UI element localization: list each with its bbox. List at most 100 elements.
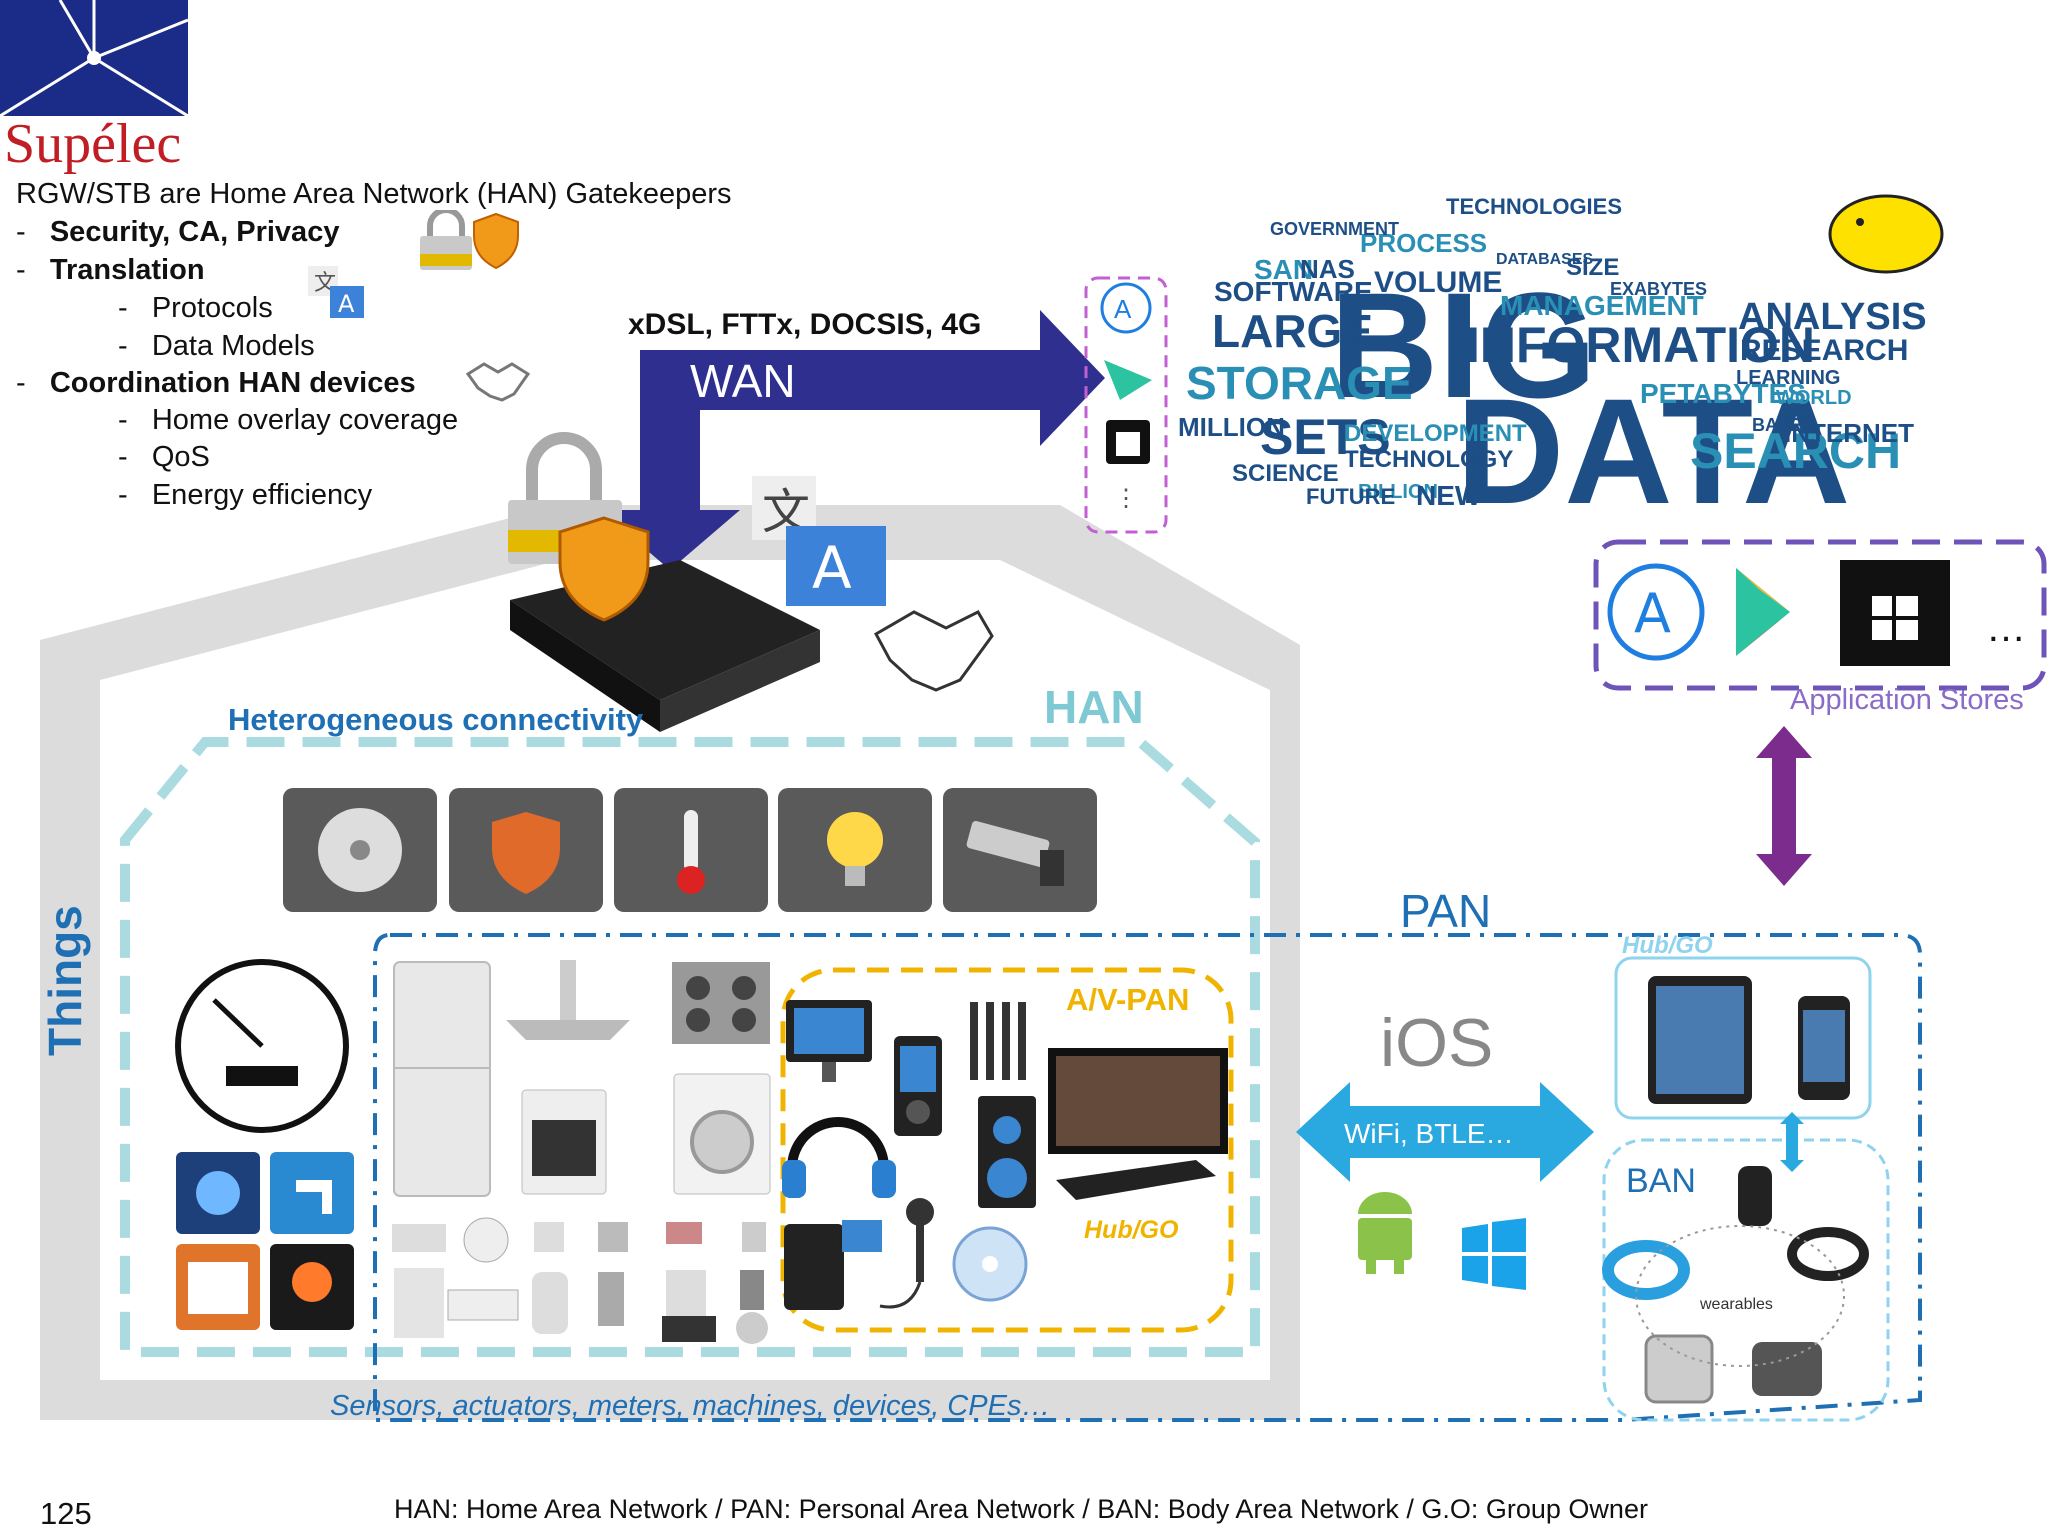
word-size: SIZE — [1566, 254, 1620, 281]
word-nas: NAS — [1300, 254, 1355, 284]
headphones-icon — [782, 1117, 896, 1198]
word-research: RESEARCH — [1740, 334, 1909, 367]
word-science: SCIENCE — [1232, 460, 1339, 487]
ban-label: BAN — [1626, 1162, 1696, 1200]
washing-machine-icon — [673, 1073, 771, 1195]
logo-star-icon — [0, 0, 188, 116]
word-based: BASED — [1752, 415, 1816, 435]
word-technology: TECHNOLOGY — [1344, 446, 1514, 473]
gas-burner-icon — [176, 1152, 260, 1234]
security-tile — [449, 788, 603, 912]
app-stores-label: Application Stores — [1790, 684, 2024, 716]
windows-store-icon — [1840, 560, 1950, 666]
bullet-overlay: - Home overlay coverage — [118, 404, 459, 436]
word-new: NEW — [1416, 480, 1482, 511]
bullet-energy: - Energy efficiency — [118, 479, 373, 511]
stove-icon — [672, 962, 770, 1044]
svg-text:A: A — [812, 534, 852, 602]
footer-legend: HAN: Home Area Network / PAN: Personal A… — [394, 1494, 1648, 1524]
word-process: PROCESS — [1360, 228, 1488, 258]
water-tap-icon — [270, 1152, 354, 1234]
camera-tile — [943, 788, 1097, 912]
word-analysis: ANALYSIS — [1738, 296, 1927, 338]
pan-hub-label: Hub/GO — [1622, 932, 1713, 959]
lamp-icon — [270, 1244, 354, 1330]
avpan-label: A/V-PAN — [1066, 982, 1190, 1017]
tablet-icon — [1648, 976, 1752, 1104]
handshake-icon — [873, 610, 994, 692]
avpan-hub-label: Hub/GO — [1084, 1216, 1179, 1244]
word-internet: INTERNET — [1784, 418, 1914, 448]
word-management: MANAGEMENT — [1500, 290, 1704, 321]
radiator-icon — [176, 1244, 260, 1330]
wan-technologies: xDSL, FTTx, DOCSIS, 4G — [628, 308, 982, 341]
ios-label: iOS — [1380, 1005, 1494, 1081]
microphone-icon — [879, 1198, 934, 1309]
word-databases: DATABASES — [1496, 251, 1594, 268]
translate-icon: 文 A — [752, 476, 886, 606]
link-4g-arrow — [1756, 726, 1812, 886]
bullet-protocols: - Protocols — [118, 292, 273, 324]
word-development: DEVELOPMENT — [1344, 420, 1527, 447]
word-technologies: TECHNOLOGIES — [1446, 194, 1623, 219]
link-4g-label-wrap: 4G, WiFi — [1658, 738, 1714, 858]
wifi-btle-arrow — [1296, 1082, 1594, 1182]
ban-box — [1602, 1138, 1890, 1422]
word-petabytes: PETABYTES — [1640, 378, 1806, 409]
translate-small-icon: 文 A — [308, 266, 364, 318]
han-label: HAN — [1044, 681, 1144, 733]
monitor-icon — [786, 1000, 872, 1082]
cd-tile — [283, 788, 437, 912]
wifi-btle-label: WiFi, BTLE… — [1344, 1118, 1514, 1149]
handshake-small-icon — [465, 362, 531, 402]
wan-arrow — [600, 310, 1105, 570]
svg-text:A: A — [1114, 294, 1132, 324]
app-stores-border — [1593, 539, 2047, 691]
word-storage: STORAGE — [1186, 357, 1413, 409]
app-store-icon: A — [1607, 563, 1705, 661]
oven-icon — [521, 1089, 607, 1195]
word-million: MILLION — [1178, 412, 1285, 442]
word-data: DATA — [1456, 367, 1851, 535]
han-dashed-border — [120, 737, 1260, 1357]
bullet-qos: - QoS — [118, 441, 210, 473]
logo-wordmark: Supélec — [4, 113, 182, 175]
app-column-border — [1084, 276, 1168, 534]
svg-text:A: A — [338, 290, 355, 318]
windows-icon — [1462, 1218, 1526, 1290]
disc-icon — [952, 1226, 1028, 1302]
play-store-icon — [1736, 568, 1790, 656]
word-learning: LEARNING — [1736, 367, 1841, 389]
play-store-small-icon — [1104, 360, 1152, 400]
bullet-coordination: - Coordination HAN devices — [16, 367, 416, 399]
hub-ban-arrow — [1780, 1112, 1804, 1172]
word-billion: BILLION — [1358, 481, 1438, 503]
camcorder-icon — [784, 1220, 882, 1310]
mp3-player-icon — [894, 1036, 942, 1136]
windows-store-small-icon — [1106, 420, 1150, 464]
bullet-data-models: - Data Models — [118, 330, 315, 362]
app-store-small-icon: A — [1100, 282, 1152, 334]
word-large: LARGE — [1212, 305, 1373, 357]
big-data-word-cloud: BIG DATA INFORMATION LARGE STORAGE SETS … — [1170, 180, 1927, 550]
bullet-security: - Security, CA, Privacy — [16, 216, 340, 248]
sensors-caption: Sensors, actuators, meters, machines, de… — [330, 1390, 1051, 1422]
slide-title: RGW/STB are Home Area Network (HAN) Gate… — [16, 178, 732, 210]
supelec-logo — [0, 0, 188, 116]
hadoop-elephant-icon — [1828, 194, 1944, 274]
bullet-translation: - Translation — [16, 254, 205, 286]
app-stores-ellipsis: … — [1986, 606, 2026, 650]
wan-label: WAN — [690, 355, 796, 407]
things-label: Things — [39, 905, 91, 1056]
word-sets: SETS — [1260, 409, 1391, 465]
word-information: INFORMATION — [1466, 317, 1816, 373]
speaker-icon — [978, 1096, 1036, 1208]
light-bulb-tile — [778, 788, 932, 912]
phone-icon — [1798, 996, 1850, 1100]
mixer-icon — [966, 1002, 1038, 1082]
fridge-icon — [393, 961, 491, 1197]
hood-icon — [506, 960, 630, 1040]
lock-shield-small-icon — [420, 210, 519, 270]
wearables-icons — [1602, 1166, 1869, 1404]
